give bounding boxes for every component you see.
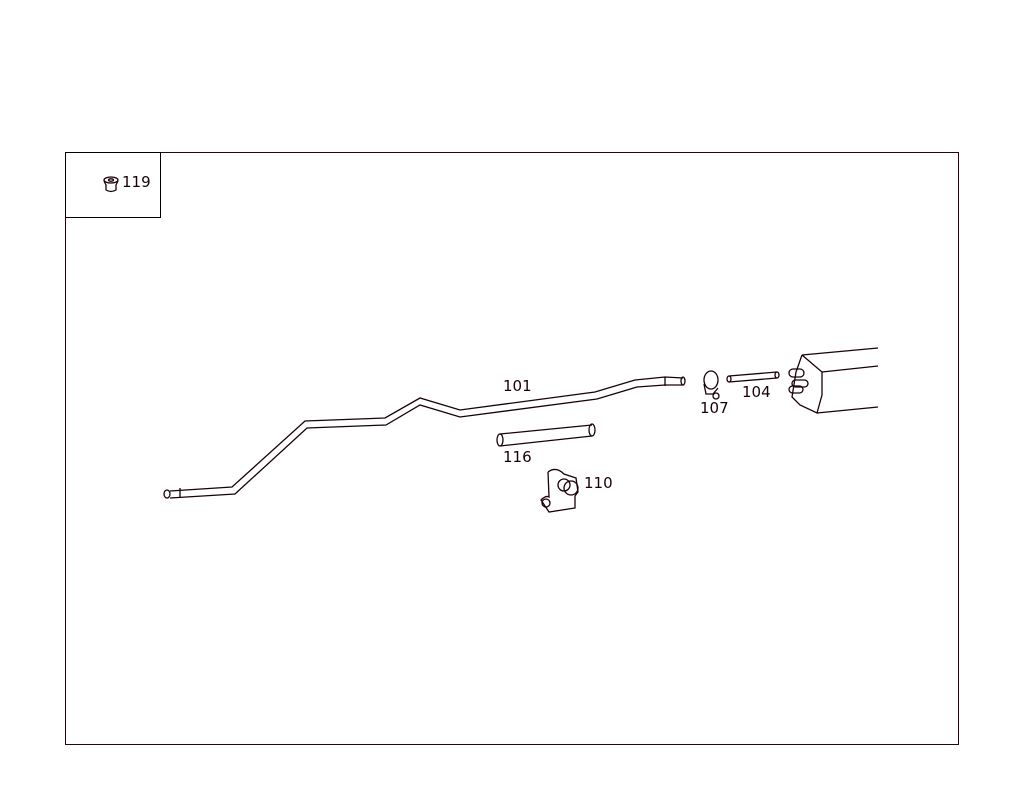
part-label-107[interactable]: 107 — [700, 399, 729, 417]
part-label-104[interactable]: 104 — [742, 383, 771, 401]
grommet-icon — [103, 176, 119, 193]
part-label-116[interactable]: 116 — [503, 448, 532, 466]
canister — [788, 347, 879, 414]
inset-box — [65, 152, 161, 218]
hose-116 — [496, 423, 596, 447]
clip-110 — [540, 468, 579, 513]
part-label-110[interactable]: 110 — [584, 474, 613, 492]
part-label-101[interactable]: 101 — [503, 377, 532, 395]
diagram-frame — [65, 152, 959, 745]
fuel-line-101 — [163, 376, 686, 499]
hose-104 — [726, 371, 780, 383]
part-label-119[interactable]: 119 — [122, 173, 151, 191]
hose-clamp-107 — [703, 370, 720, 400]
